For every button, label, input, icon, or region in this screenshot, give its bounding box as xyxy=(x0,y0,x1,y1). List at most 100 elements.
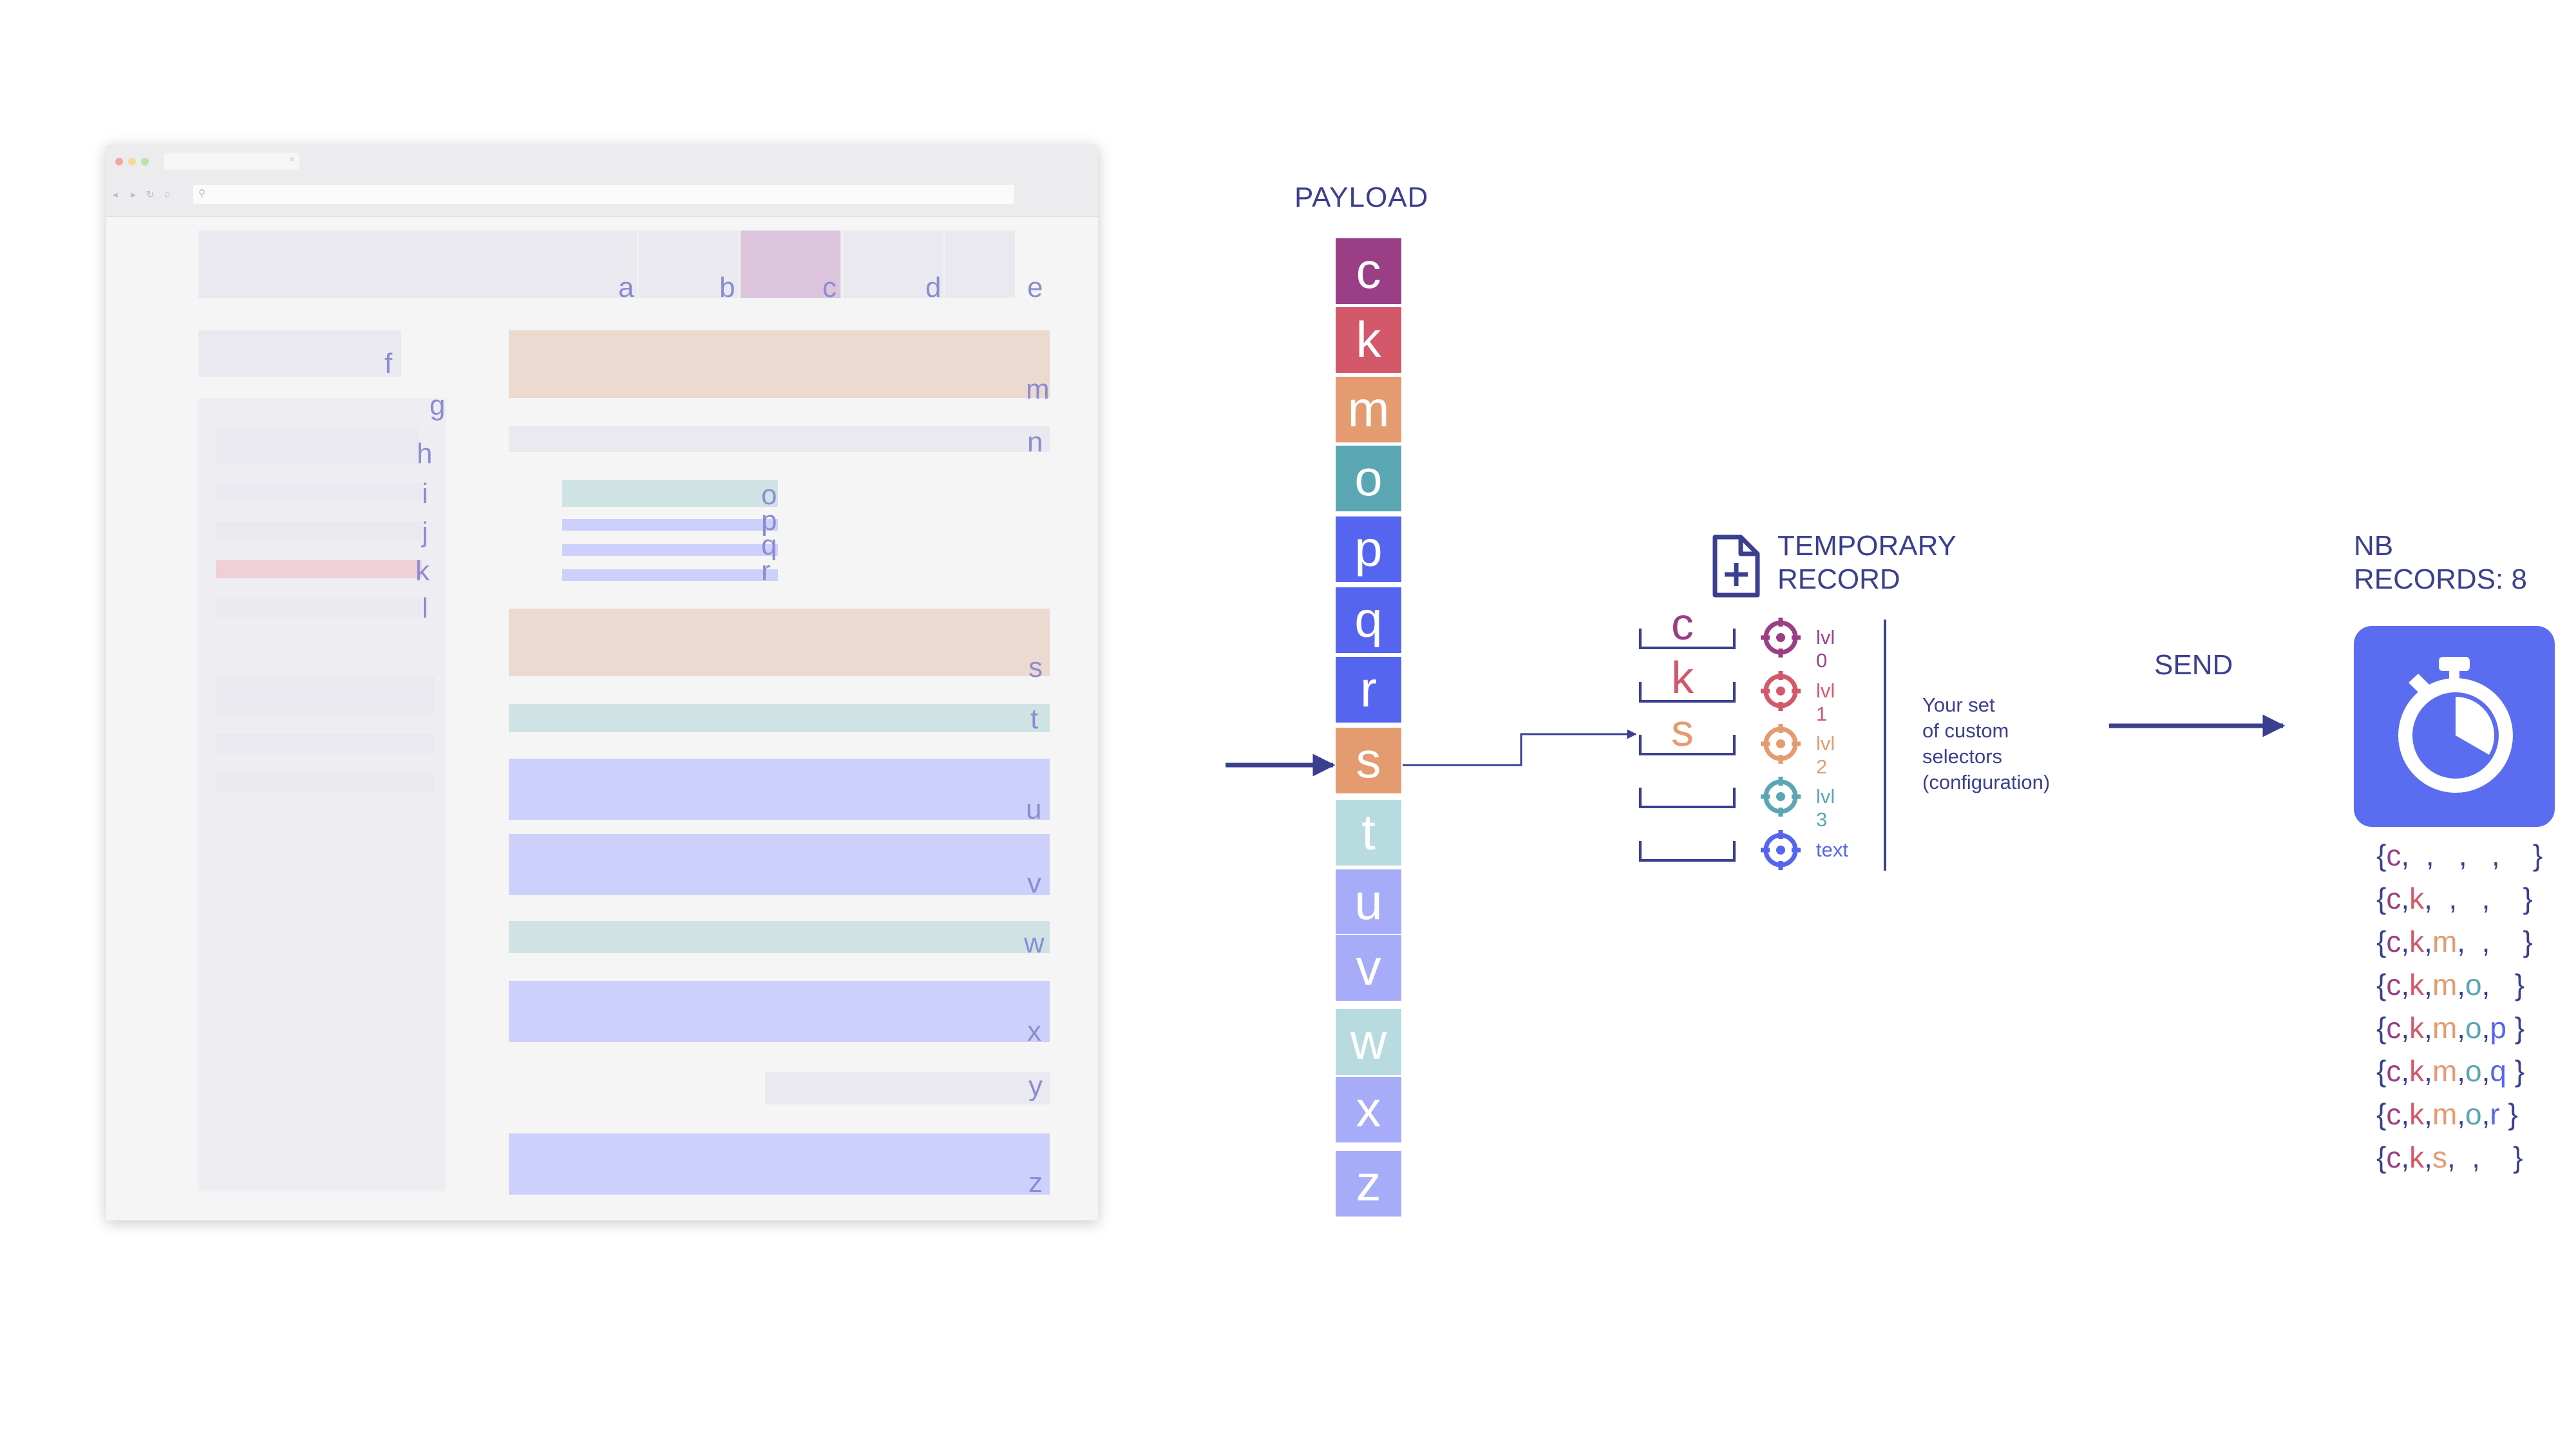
label-v: v xyxy=(1027,867,1041,899)
record-value: m xyxy=(2432,1097,2458,1131)
payload-item-x: x xyxy=(1334,1075,1403,1144)
nav-tab-d[interactable]: d xyxy=(925,272,942,303)
content-item-p[interactable] xyxy=(562,519,778,531)
record-value: c xyxy=(2386,1011,2401,1045)
nav-tab-b[interactable]: b xyxy=(719,272,735,303)
browser-tab[interactable]: × xyxy=(164,153,299,169)
record-row: {c,k, , , } xyxy=(2376,882,2533,915)
temporary-record-title: TEMPORARY RECORD xyxy=(1777,529,1956,596)
nav-tab-c-highlight[interactable] xyxy=(741,231,840,298)
content-block-v[interactable] xyxy=(509,834,1050,895)
record-value: o xyxy=(2465,1054,2482,1088)
label-n: n xyxy=(1027,426,1043,458)
content-block-z[interactable] xyxy=(509,1133,1050,1195)
config-line: selectors xyxy=(1922,745,2003,768)
payload-item-k: k xyxy=(1334,306,1403,374)
record-row: {c,k,m, , } xyxy=(2376,925,2533,958)
sidebar-item-i[interactable] xyxy=(216,483,422,501)
nav-tab-e[interactable]: e xyxy=(1027,272,1043,303)
content-item-o[interactable] xyxy=(562,480,778,507)
crosshair-icon[interactable] xyxy=(1758,774,1803,819)
selector-label-0: lvl 0 xyxy=(1816,626,1835,672)
payload-item-r: r xyxy=(1334,656,1403,724)
label-p: p xyxy=(761,505,777,536)
record-value: c xyxy=(2386,1054,2401,1088)
timer-box[interactable] xyxy=(2354,626,2555,827)
record-value: k xyxy=(2409,1097,2425,1131)
selector-divider xyxy=(1884,620,1886,871)
content-block-s xyxy=(509,609,1050,676)
content-item-q[interactable] xyxy=(562,544,778,556)
label-z: z xyxy=(1028,1167,1043,1198)
selector-label-4: text xyxy=(1816,838,1848,861)
forward-icon[interactable]: ▸ xyxy=(131,189,136,200)
config-line: (configuration) xyxy=(1922,771,2050,793)
sidebar-item-l[interactable] xyxy=(216,599,422,617)
payload-item-u: u xyxy=(1334,868,1403,936)
label-q: q xyxy=(761,529,777,561)
crosshair-icon[interactable] xyxy=(1758,828,1803,873)
maximize-window-dot[interactable] xyxy=(141,158,149,166)
crosshair-icon[interactable] xyxy=(1758,668,1803,714)
crosshair-icon[interactable] xyxy=(1758,615,1803,660)
content-item-r[interactable] xyxy=(562,569,778,581)
browser-chrome: × ◂ ▸ ↻ ⌂ ⚲ xyxy=(106,145,1098,217)
label-g: g xyxy=(430,390,446,421)
record-value: k xyxy=(2409,882,2425,915)
header-divider xyxy=(842,231,843,298)
payload-title: PAYLOAD xyxy=(1294,182,1429,213)
temporary-record-title-line2: RECORD xyxy=(1777,564,1900,595)
record-row: {c,k,m,o,p } xyxy=(2376,1011,2525,1045)
label-f: f xyxy=(384,348,393,379)
content-block-y xyxy=(765,1072,1050,1104)
record-value: o xyxy=(2465,968,2482,1001)
label-y: y xyxy=(1028,1070,1043,1102)
nb-records-title: NB RECORDS: 8 xyxy=(2354,529,2527,596)
payload-item-z: z xyxy=(1334,1150,1403,1218)
payload-item-p: p xyxy=(1334,515,1403,583)
nav-tab-a[interactable]: a xyxy=(618,272,634,303)
content-block-u[interactable] xyxy=(509,759,1050,820)
selector-label-2: lvl 2 xyxy=(1816,732,1835,778)
reload-icon[interactable]: ↻ xyxy=(146,189,155,200)
record-value: m xyxy=(2432,968,2458,1001)
content-block-x[interactable] xyxy=(509,981,1050,1042)
record-slot-value: k xyxy=(1671,652,1694,703)
record-value: c xyxy=(2386,925,2401,958)
crosshair-icon[interactable] xyxy=(1758,721,1803,766)
record-value: k xyxy=(2409,1011,2425,1045)
nav-tab-c[interactable]: c xyxy=(822,272,837,303)
payload-item-c: c xyxy=(1334,237,1403,305)
address-bar[interactable]: ⚲ xyxy=(193,185,1014,204)
record-row: {c,k,m,o,r } xyxy=(2376,1097,2518,1131)
payload-item-v: v xyxy=(1334,934,1403,1002)
sidebar-item-j[interactable] xyxy=(216,522,422,540)
label-r: r xyxy=(761,555,771,587)
selector-label-3: lvl 3 xyxy=(1816,785,1835,831)
content-block-n xyxy=(509,426,1050,452)
label-t: t xyxy=(1030,703,1039,735)
temporary-record-title-line1: TEMPORARY xyxy=(1777,530,1956,562)
nb-records-title-line1: NB xyxy=(2354,530,2394,562)
record-value: o xyxy=(2465,1011,2482,1045)
header-divider xyxy=(943,231,945,298)
sidebar-item-h[interactable] xyxy=(216,428,419,464)
to-temp-record-connector xyxy=(1403,729,1637,766)
record-row: {c,k,m,o, } xyxy=(2376,968,2525,1001)
close-tab-icon[interactable]: × xyxy=(289,154,294,164)
label-h: h xyxy=(417,438,433,469)
label-k: k xyxy=(415,555,430,587)
record-value: k xyxy=(2409,968,2425,1001)
record-value: p xyxy=(2490,1011,2507,1045)
record-slot-0 xyxy=(1639,629,1736,649)
config-line: Your set xyxy=(1922,694,1995,716)
back-icon[interactable]: ◂ xyxy=(113,189,118,200)
payload-item-s: s xyxy=(1334,726,1403,795)
sidebar-item-k[interactable] xyxy=(216,560,422,578)
close-window-dot[interactable] xyxy=(115,158,123,166)
browser-mockup: × ◂ ▸ ↻ ⌂ ⚲ a b c d e f g h i j k l m n … xyxy=(106,145,1098,1220)
record-value: r xyxy=(2490,1097,2500,1131)
minimize-window-dot[interactable] xyxy=(128,158,136,166)
home-icon[interactable]: ⌂ xyxy=(164,189,171,200)
